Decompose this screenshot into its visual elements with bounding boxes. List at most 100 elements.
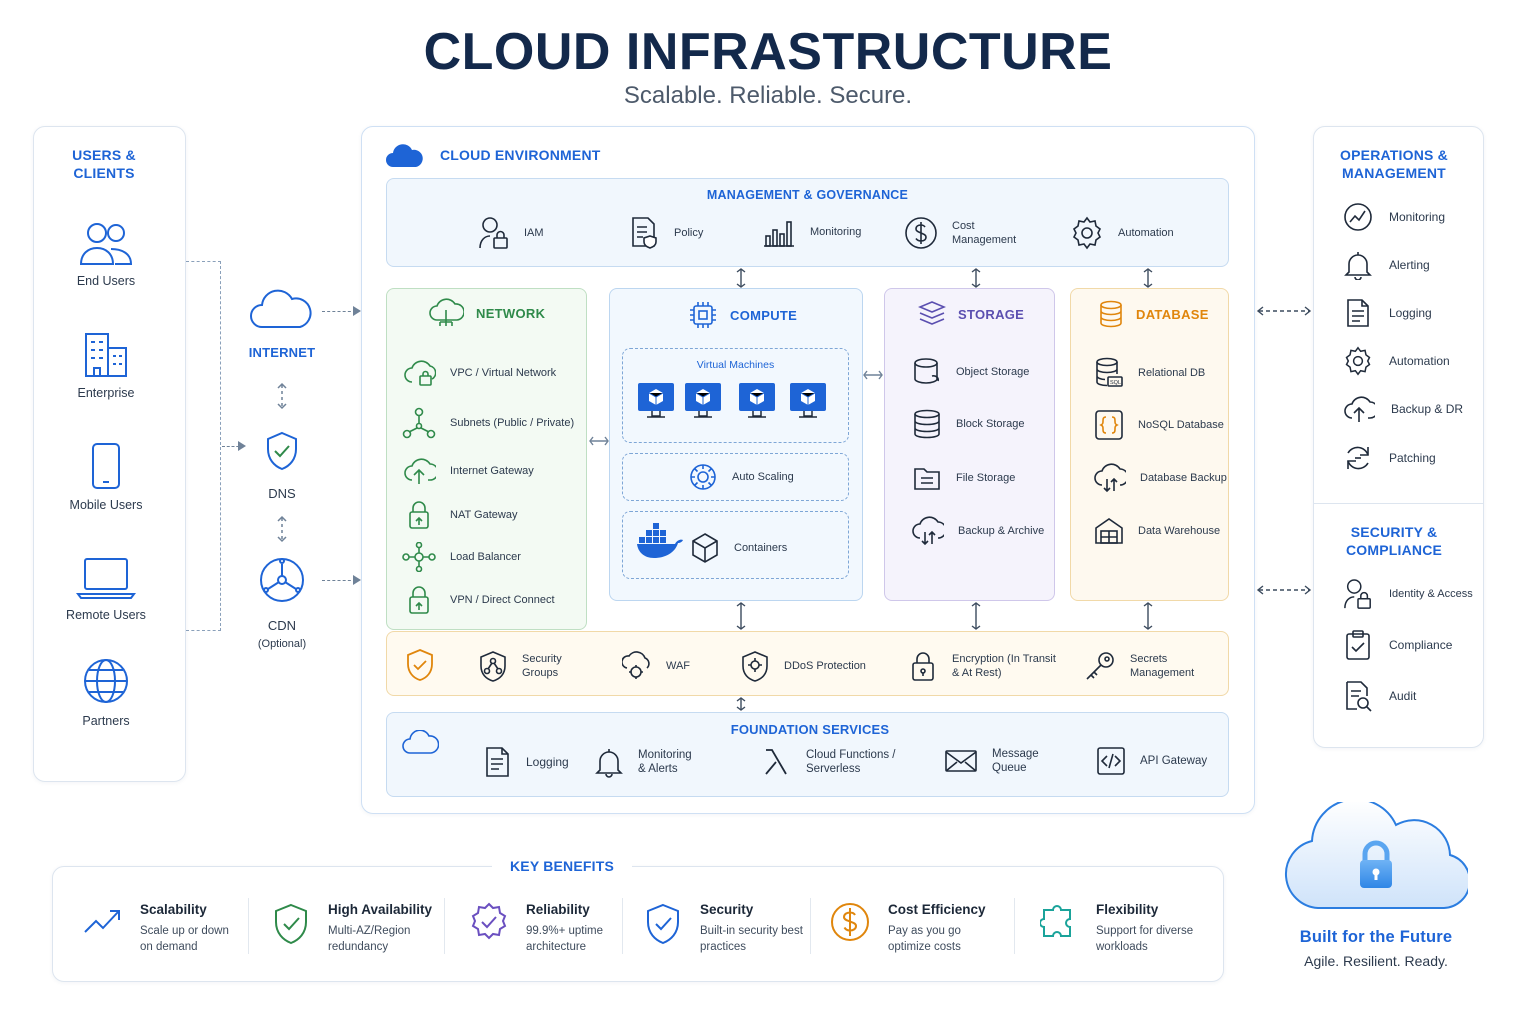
database-title: DATABASE <box>1136 306 1209 322</box>
key-icon <box>1086 652 1114 680</box>
found-api-gateway[interactable]: API Gateway <box>1096 746 1207 776</box>
arrowhead-icon <box>353 575 361 585</box>
user-end-users[interactable]: End Users <box>31 220 181 288</box>
vertical-double-arrow-icon <box>736 268 746 288</box>
secc-label: Audit <box>1389 689 1417 703</box>
ops-patching[interactable]: Patching <box>1343 443 1436 473</box>
laptop-icon <box>76 558 136 599</box>
ops-label: Patching <box>1389 451 1436 465</box>
ops-alerting[interactable]: Alerting <box>1343 250 1430 280</box>
benefit-desc: Support for diverse workloads <box>1096 925 1194 953</box>
found-message-queue[interactable]: Message Queue <box>944 746 1044 776</box>
compute-containers[interactable]: Containers <box>690 532 787 564</box>
db-relational[interactable]: SQL Relational DB <box>1094 357 1205 389</box>
user-remote[interactable]: Remote Users <box>31 556 181 622</box>
mgmt-label: Monitoring <box>810 226 862 238</box>
subnet-tree-icon <box>402 407 436 439</box>
ops-monitoring[interactable]: Monitoring <box>1343 202 1445 232</box>
mobile-phone-icon <box>92 443 120 489</box>
virtual-machine-icon[interactable] <box>738 382 776 420</box>
sec-ddos[interactable]: DDoS Protection <box>740 650 866 682</box>
horizontal-double-arrow-icon <box>863 370 883 380</box>
found-monitoring[interactable]: Monitoring & Alerts <box>594 746 700 778</box>
sec-security-groups[interactable]: Security Groups <box>478 650 578 682</box>
ops-logging[interactable]: Logging <box>1343 298 1432 328</box>
sec-label: DDoS Protection <box>784 660 866 672</box>
vertical-double-arrow-icon <box>736 602 746 630</box>
found-serverless[interactable]: Cloud Functions / Serverless <box>760 746 898 778</box>
storage-file[interactable]: File Storage <box>912 463 1015 493</box>
db-warehouse[interactable]: Data Warehouse <box>1094 516 1220 546</box>
net-label: Internet Gateway <box>450 465 534 477</box>
db-backup[interactable]: Database Backup <box>1094 463 1227 493</box>
virtual-machine-icon[interactable] <box>684 382 722 420</box>
net-internet-gateway[interactable]: Internet Gateway <box>402 456 534 486</box>
secc-identity[interactable]: Identity & Access <box>1343 578 1473 610</box>
storage-label: File Storage <box>956 472 1016 484</box>
vertical-double-arrow-icon <box>277 515 287 543</box>
sec-secrets[interactable]: Secrets Management <box>1084 650 1210 682</box>
secc-compliance[interactable]: Compliance <box>1343 629 1452 661</box>
user-lock-icon <box>479 217 508 249</box>
internet-to-cloud-arrow <box>322 311 356 312</box>
internet-cloud-icon <box>250 289 312 328</box>
storage-object[interactable]: Object Storage <box>912 357 1029 387</box>
found-logging[interactable]: Logging <box>484 746 569 778</box>
user-label: Remote Users <box>66 608 146 622</box>
cloud-icon <box>402 730 439 754</box>
gear-icon <box>1072 216 1102 250</box>
security-title: SECURITY & COMPLIANCE <box>1345 524 1443 558</box>
dns-label: DNS <box>268 486 296 501</box>
found-label: Logging <box>526 755 569 769</box>
building-icon <box>85 333 127 377</box>
compute-auto-scaling[interactable]: Auto Scaling <box>688 462 794 492</box>
cdn-to-cloud-arrow <box>322 580 356 581</box>
mgmt-cost[interactable]: Cost Management <box>904 216 1028 250</box>
virtual-machine-icon[interactable] <box>637 382 675 420</box>
storage-box <box>884 288 1055 601</box>
sec-encryption[interactable]: Encryption (In Transit & At Rest) <box>908 650 1062 682</box>
user-enterprise[interactable]: Enterprise <box>31 330 181 400</box>
user-mobile[interactable]: Mobile Users <box>31 442 181 512</box>
sec-label: Encryption (In Transit & At Rest) <box>952 653 1056 679</box>
mgmt-label: IAM <box>524 227 544 239</box>
mgmt-automation[interactable]: Automation <box>1070 216 1174 250</box>
storage-label: Block Storage <box>956 418 1025 430</box>
shield-check-icon <box>275 903 307 945</box>
net-vpc[interactable]: VPC / Virtual Network <box>402 358 556 388</box>
cloud-filled-icon <box>386 144 423 167</box>
benefits-panel <box>52 866 1224 982</box>
mgmt-monitoring[interactable]: Monitoring <box>762 216 861 248</box>
ops-automation[interactable]: Automation <box>1343 346 1450 376</box>
clipboard-check-icon <box>1346 630 1370 660</box>
benefit-desc: Pay as you go optimize costs <box>888 925 961 953</box>
user-partners[interactable]: Partners <box>31 656 181 728</box>
secc-label: Identity & Access <box>1389 588 1473 600</box>
sec-waf[interactable]: WAF <box>622 650 690 682</box>
secc-audit[interactable]: Audit <box>1343 680 1416 712</box>
net-nat-gateway[interactable]: NAT Gateway <box>402 500 517 530</box>
virtual-machines-group <box>622 348 849 443</box>
ops-backup[interactable]: Backup & DR <box>1343 394 1463 424</box>
vertical-double-arrow-icon <box>277 382 287 410</box>
mgmt-iam[interactable]: IAM <box>478 216 544 250</box>
db-nosql[interactable]: NoSQL Database <box>1094 409 1224 441</box>
code-window-icon <box>1097 747 1125 775</box>
net-label: Load Balancer <box>450 551 521 563</box>
warehouse-icon <box>1095 518 1123 544</box>
network-header: NETWORK <box>428 298 545 328</box>
net-subnets[interactable]: Subnets (Public / Private) <box>402 407 574 439</box>
storage-backup[interactable]: Backup & Archive <box>912 516 1044 546</box>
mgmt-policy[interactable]: Policy <box>630 216 703 250</box>
net-vpn[interactable]: VPN / Direct Connect <box>402 585 555 615</box>
cloud-lock-icon <box>1285 802 1468 909</box>
sec-label: WAF <box>666 660 691 672</box>
auto-scaling-label: Auto Scaling <box>732 471 794 483</box>
object-storage-icon <box>914 358 939 384</box>
storage-block[interactable]: Block Storage <box>912 409 1024 439</box>
virtual-machine-icon[interactable] <box>789 382 827 420</box>
net-load-balancer[interactable]: Load Balancer <box>402 542 521 572</box>
trend-up-icon <box>84 910 120 933</box>
bar-chart-icon <box>764 221 794 247</box>
